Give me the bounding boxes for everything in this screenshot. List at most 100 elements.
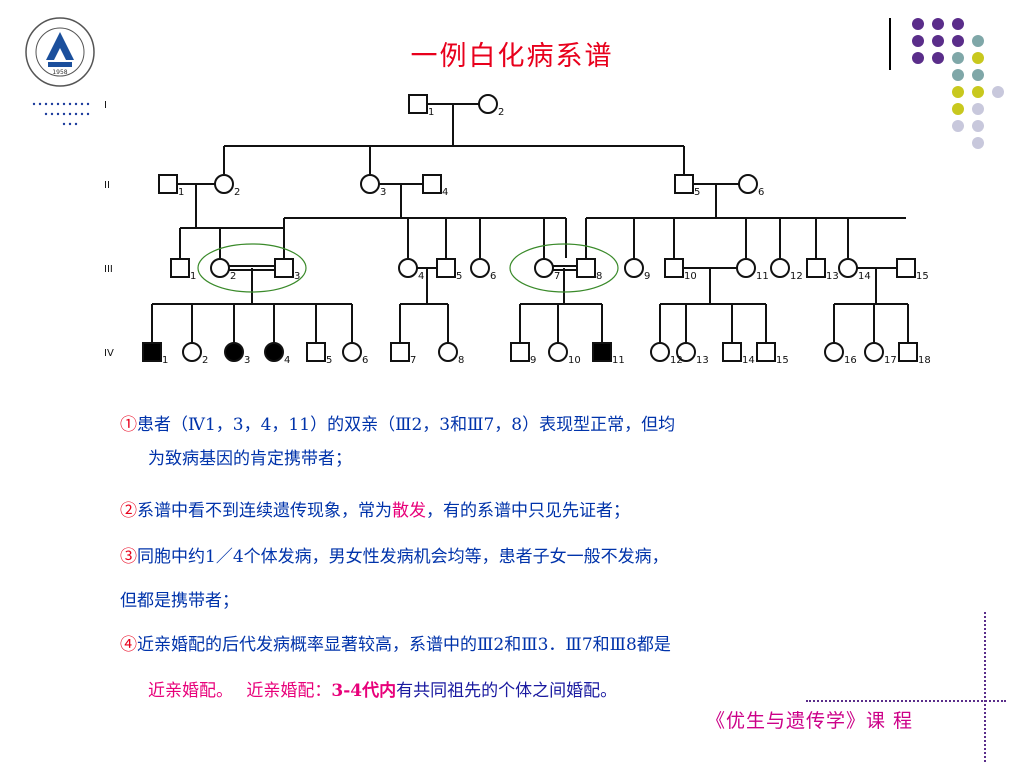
- female-gen4-6: [342, 342, 362, 362]
- note-2-emphasis: 散发: [392, 501, 426, 521]
- female-gen2-2: [214, 174, 234, 194]
- note-4-emphasis-1: 近亲婚配: [148, 681, 216, 701]
- male-gen3-13: [806, 258, 826, 278]
- ellipse-III2-III3: [197, 243, 307, 293]
- slide-title: 一例白化病系谱: [410, 41, 614, 72]
- label-gen4-14: 14: [742, 355, 755, 366]
- female-gen3-4: [398, 258, 418, 278]
- decorative-dot-grid: [912, 18, 1004, 149]
- note-3-line-1: 同胞中约1／4个体发病，男女性发病机会均等，患者子女一般不发病，: [137, 547, 669, 567]
- male-gen4-18: [898, 342, 918, 362]
- generation-label-II: II: [104, 180, 110, 191]
- pedigree-lines: [151, 103, 909, 343]
- female-gen3-11: [736, 258, 756, 278]
- logo-dots-decoration: [32, 102, 90, 126]
- label-gen2-5: 5: [694, 187, 700, 198]
- university-logo: 1958: [25, 17, 95, 87]
- label-gen4-4: 4: [284, 355, 290, 366]
- note-4-tail: 有共同祖先的个体之间婚配。: [396, 681, 618, 701]
- label-gen3-2: 2: [230, 271, 236, 282]
- label-gen4-11: 11: [612, 355, 625, 366]
- male-gen3-8: [576, 258, 596, 278]
- label-gen3-10: 10: [684, 271, 697, 282]
- male-gen1-1: [408, 94, 428, 114]
- female-gen4-13: [676, 342, 696, 362]
- male-gen4-7: [390, 342, 410, 362]
- course-footer: 《优生与遗传学》课 程: [706, 710, 914, 732]
- note-1-line-1: 患者（Ⅳ1，3，4，11）的双亲（Ⅲ2，3和Ⅲ7，8）表现型正常，但均: [137, 415, 676, 435]
- corner-dotted-rule: [984, 612, 986, 762]
- female-gen2-6: [738, 174, 758, 194]
- label-gen2-2: 2: [234, 187, 240, 198]
- label-gen1-2: 2: [498, 107, 504, 118]
- female-gen3-14: [838, 258, 858, 278]
- note-4-marker: ④: [120, 635, 137, 655]
- female-gen1-2: [478, 94, 498, 114]
- generation-label-III: III: [104, 264, 113, 275]
- label-gen4-9: 9: [530, 355, 536, 366]
- label-gen3-4: 4: [418, 271, 424, 282]
- ellipse-III7-III8: [509, 243, 619, 293]
- male-gen3-15: [896, 258, 916, 278]
- note-4-line-1: 近亲婚配的后代发病概率显著较高，系谱中的Ⅲ2和Ⅲ3．Ⅲ7和Ⅲ8都是: [137, 635, 671, 655]
- female-gen4-4-affected: [264, 342, 284, 362]
- label-gen4-15: 15: [776, 355, 789, 366]
- female-gen3-6: [470, 258, 490, 278]
- pedigree-individuals: [142, 94, 918, 362]
- generation-label-I: I: [104, 100, 107, 111]
- logo-year: 1958: [52, 69, 67, 76]
- note-4-emphasis-3: 3-4代内: [331, 681, 397, 701]
- male-gen4-9: [510, 342, 530, 362]
- label-gen3-5: 5: [456, 271, 462, 282]
- note-2-text-b: ，有的系谱中只见先证者；: [426, 501, 630, 521]
- label-gen4-7: 7: [410, 355, 416, 366]
- female-gen3-7: [534, 258, 554, 278]
- male-gen2-4: [422, 174, 442, 194]
- label-gen3-3: 3: [294, 271, 300, 282]
- note-1-continued: 为致病基因的肯定携带者；: [148, 449, 352, 469]
- note-3-continued: 但都是携带者；: [120, 591, 239, 611]
- footer-dotted-rule: [806, 700, 1006, 702]
- male-gen4-15: [756, 342, 776, 362]
- label-gen3-13: 13: [826, 271, 839, 282]
- label-gen2-1: 1: [178, 187, 184, 198]
- note-4-continued: 近亲婚配。 近亲婚配：3-4代内有共同祖先的个体之间婚配。: [148, 674, 988, 708]
- generation-label-IV: IV: [104, 348, 114, 359]
- label-gen2-3: 3: [380, 187, 386, 198]
- note-2-text-a: 系谱中看不到连续遗传现象，常为: [137, 501, 392, 521]
- note-3: ③同胞中约1／4个体发病，男女性发病机会均等，患者子女一般不发病，: [120, 540, 960, 574]
- label-gen4-17: 17: [884, 355, 897, 366]
- male-gen2-5: [674, 174, 694, 194]
- label-gen4-8: 8: [458, 355, 464, 366]
- female-gen4-17: [864, 342, 884, 362]
- label-gen3-6: 6: [490, 271, 496, 282]
- note-1: ①患者（Ⅳ1，3，4，11）的双亲（Ⅲ2，3和Ⅲ7，8）表现型正常，但均: [120, 408, 960, 442]
- label-gen3-9: 9: [644, 271, 650, 282]
- header-divider: [889, 18, 891, 70]
- male-gen4-1-affected: [142, 342, 162, 362]
- note-4-emphasis-2: 近亲婚配：: [246, 681, 332, 701]
- label-gen2-4: 4: [442, 187, 448, 198]
- male-gen4-11-affected: [592, 342, 612, 362]
- female-gen4-8: [438, 342, 458, 362]
- label-gen2-6: 6: [758, 187, 764, 198]
- female-gen2-3: [360, 174, 380, 194]
- label-gen1-1: 1: [428, 107, 434, 118]
- male-gen3-10: [664, 258, 684, 278]
- male-gen3-1: [170, 258, 190, 278]
- label-gen3-12: 12: [790, 271, 803, 282]
- label-gen3-14: 14: [858, 271, 871, 282]
- note-4-period: 。: [216, 681, 233, 701]
- male-gen3-5: [436, 258, 456, 278]
- male-gen4-5: [306, 342, 326, 362]
- label-gen4-16: 16: [844, 355, 857, 366]
- note-2-marker: ②: [120, 501, 137, 521]
- label-gen3-7: 7: [554, 271, 560, 282]
- note-2: ②系谱中看不到连续遗传现象，常为散发，有的系谱中只见先证者；: [120, 494, 960, 528]
- label-gen4-13: 13: [696, 355, 709, 366]
- label-gen4-12: 12: [670, 355, 683, 366]
- note-4: ④近亲婚配的后代发病概率显著较高，系谱中的Ⅲ2和Ⅲ3．Ⅲ7和Ⅲ8都是: [120, 628, 960, 662]
- female-gen3-9: [624, 258, 644, 278]
